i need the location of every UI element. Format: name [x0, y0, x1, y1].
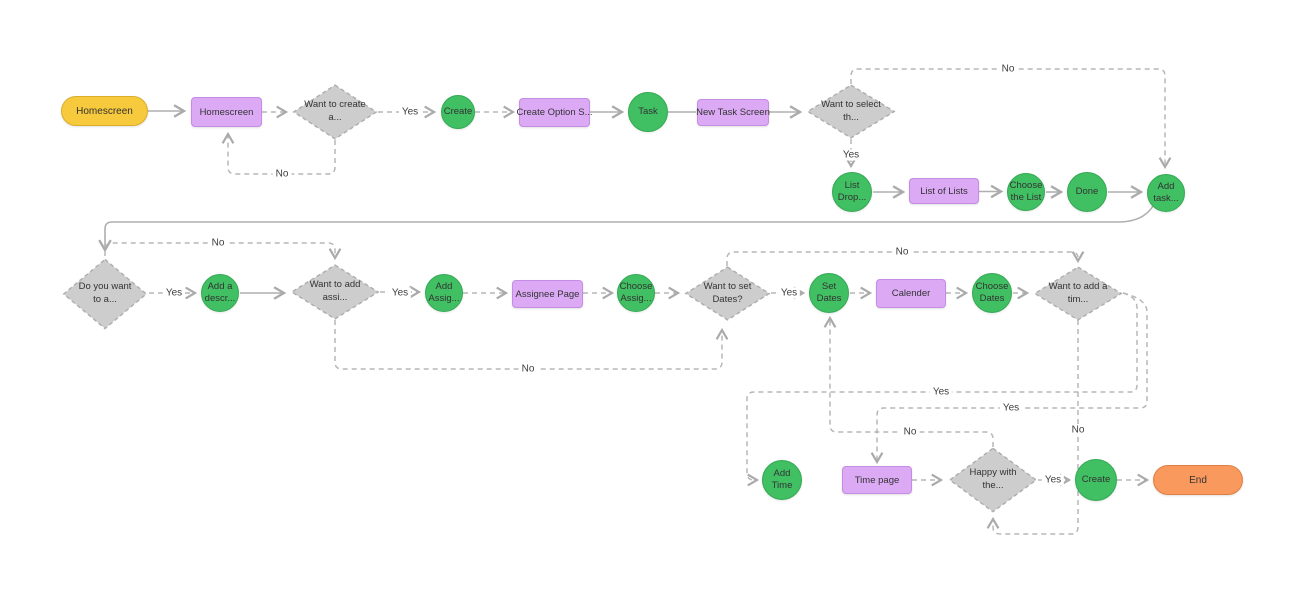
- node-task-action[interactable]: Task: [628, 92, 668, 132]
- edge-wantaddtim-yes-timepage: [870, 292, 1148, 465]
- node-assignee-page-screen[interactable]: Assignee Page: [512, 280, 583, 308]
- action-label: Add Time: [771, 468, 793, 491]
- node-want-select-decision[interactable]: Want to select th...: [806, 84, 896, 139]
- edge-label-dates-no: No: [892, 246, 912, 258]
- decision-label: Want to create a...: [304, 99, 366, 123]
- node-happy-decision[interactable]: Happy with the...: [948, 447, 1038, 513]
- node-list-of-lists-screen[interactable]: List of Lists: [909, 178, 979, 204]
- edge-label-timer-no: No: [1068, 424, 1088, 436]
- action-label: Task: [638, 106, 658, 118]
- edge-label-happy-yes: Yes: [1041, 474, 1065, 486]
- edge-label-assignee-no: No: [518, 363, 538, 375]
- edge-label-want-create-no: No: [272, 168, 292, 180]
- node-create-action[interactable]: Create: [441, 95, 475, 129]
- edge-wantsetdates-no: [726, 251, 1085, 266]
- decision-label: Happy with the...: [969, 467, 1017, 491]
- action-label: Done: [1075, 186, 1099, 198]
- edge-wantaddtim-no: [986, 320, 1079, 535]
- node-done-action[interactable]: Done: [1067, 172, 1107, 212]
- edge-label-dates-yes: Yes: [777, 287, 801, 299]
- node-homescreen-screen[interactable]: Homescreen: [191, 97, 262, 127]
- action-label: Set Dates: [816, 281, 842, 304]
- diamond-shape: [948, 447, 1038, 513]
- node-description-decision[interactable]: Do you want to a...: [62, 258, 148, 330]
- action-label: Create: [1081, 474, 1111, 486]
- action-label: Choose the List: [1009, 180, 1043, 203]
- edge-label-want-create-yes: Yes: [398, 106, 422, 118]
- node-create-option-screen[interactable]: Create Option S...: [516, 98, 593, 127]
- edge-label-want-select-yes: Yes: [839, 149, 863, 161]
- node-dates-decision[interactable]: Want to set Dates?: [684, 266, 771, 321]
- edge-label-description-yes: Yes: [162, 287, 186, 299]
- node-choose-list-action[interactable]: Choose the List: [1007, 173, 1045, 211]
- action-label: Add a descr...: [204, 281, 236, 304]
- node-start-homescreen[interactable]: Homescreen: [61, 96, 148, 126]
- edge-label-assignee-yes: Yes: [388, 287, 412, 299]
- node-end[interactable]: End: [1153, 465, 1243, 495]
- edge-wantselect-no: [850, 68, 1172, 170]
- edge-label-timer-yes-addtime: Yes: [929, 386, 953, 398]
- edge-label-description-no: No: [208, 237, 228, 249]
- decision-label: Want to add a tim...: [1048, 280, 1108, 305]
- diamond-shape: [684, 266, 771, 321]
- node-choose-assignee-action[interactable]: Choose Assig...: [617, 274, 655, 312]
- node-time-page-screen[interactable]: Time page: [842, 466, 912, 494]
- decision-label: Want to set Dates?: [703, 280, 752, 305]
- edge-wantaddtim-yes-addtime: [746, 292, 1138, 487]
- diamond-shape: [62, 258, 148, 330]
- node-set-dates-action[interactable]: Set Dates: [809, 273, 849, 313]
- decision-label: Do you want to a...: [78, 281, 132, 305]
- node-add-task-action[interactable]: Add task...: [1147, 174, 1185, 212]
- edge-addtask-to-doyouwant: [98, 205, 1154, 253]
- diamond-shape: [806, 84, 896, 139]
- edge-label-timer-yes-timepage: Yes: [999, 402, 1023, 414]
- diamond-shape: [290, 264, 380, 320]
- node-timer-decision[interactable]: Want to add a tim...: [1033, 266, 1123, 321]
- action-label: Add Assig...: [428, 281, 460, 304]
- edge-label-happy-no: No: [900, 426, 920, 438]
- decision-label: Want to select th...: [821, 98, 881, 123]
- node-list-drop-action[interactable]: List Drop...: [832, 172, 872, 212]
- decision-label: Want to add assi...: [309, 279, 361, 303]
- node-add-time-action[interactable]: Add Time: [762, 460, 802, 500]
- edge-wantaddassi-no: [334, 320, 729, 370]
- node-create-final-action[interactable]: Create: [1075, 459, 1117, 501]
- node-add-assignee-action[interactable]: Add Assig...: [425, 274, 463, 312]
- action-label: Create: [443, 106, 473, 118]
- diamond-shape: [1033, 266, 1123, 321]
- node-calender-screen[interactable]: Calender: [876, 279, 946, 308]
- action-label: Choose Dates: [975, 281, 1009, 304]
- action-label: Choose Assig...: [619, 281, 653, 304]
- action-label: List Drop...: [837, 180, 867, 203]
- action-label: Add task...: [1153, 181, 1179, 204]
- node-choose-dates-action[interactable]: Choose Dates: [972, 273, 1012, 313]
- node-assignee-decision[interactable]: Want to add assi...: [290, 264, 380, 320]
- edge-label-want-select-no: No: [998, 63, 1018, 75]
- diamond-shape: [292, 84, 378, 140]
- node-add-description-action[interactable]: Add a descr...: [201, 274, 239, 312]
- node-new-task-screen[interactable]: New Task Screen: [696, 99, 770, 126]
- node-want-create-decision[interactable]: Want to create a...: [292, 84, 378, 140]
